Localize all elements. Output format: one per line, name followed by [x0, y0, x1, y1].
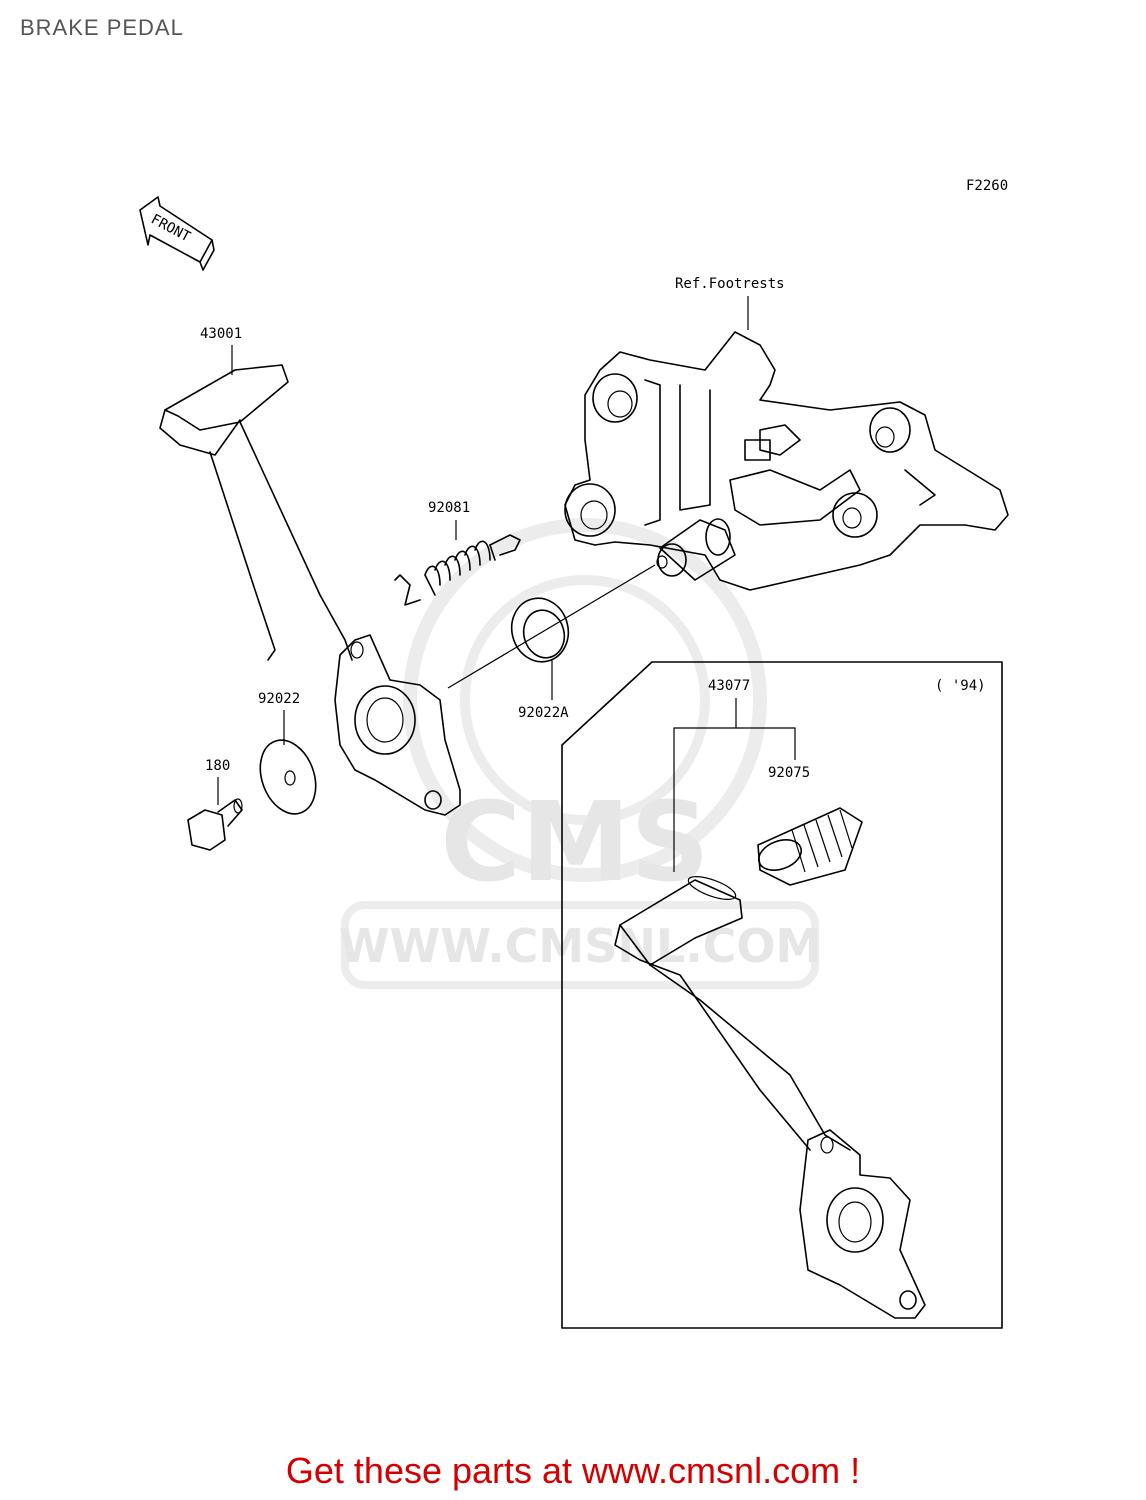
watermark-logo-text: CMS: [440, 778, 709, 906]
part-label-43077: 43077: [708, 678, 750, 694]
washer-92022: [259, 739, 317, 815]
bolt-180: [187, 798, 243, 851]
front-arrow-icon: FRONT: [139, 196, 215, 271]
part-label-92022: 92022: [258, 691, 300, 707]
part-label-92075: 92075: [768, 765, 810, 781]
inset-1994-variant: ( '94) 43077 92075: [561, 661, 1003, 1329]
brake-pedal-variant: [614, 876, 926, 1319]
get-parts-link-text[interactable]: Get these parts at www.cmsnl.com !: [285, 1450, 861, 1491]
return-spring: [394, 534, 521, 606]
watermark-url-text: WWW.CMSNL.COM: [339, 919, 822, 973]
inset-note: ( '94): [935, 678, 986, 694]
figure-code: F2260: [966, 178, 1008, 194]
washer-92022a: [510, 597, 570, 663]
get-parts-link[interactable]: Get these parts at www.cmsnl.com !: [0, 1450, 1146, 1492]
footrest-bracket: [564, 331, 1009, 591]
part-label-180: 180: [205, 758, 230, 774]
part-label-92081: 92081: [428, 500, 470, 516]
brake-pedal: [159, 364, 461, 816]
part-label-43001: 43001: [200, 326, 242, 342]
page-title: BRAKE PEDAL: [20, 15, 184, 40]
watermark: CMS WWW.CMSNL.COM: [339, 518, 822, 989]
front-label: FRONT: [148, 211, 193, 245]
pedal-rubber-92075: [757, 807, 863, 886]
ref-footrests-label: Ref.Footrests: [675, 276, 785, 292]
part-label-92022a: 92022A: [518, 705, 569, 721]
